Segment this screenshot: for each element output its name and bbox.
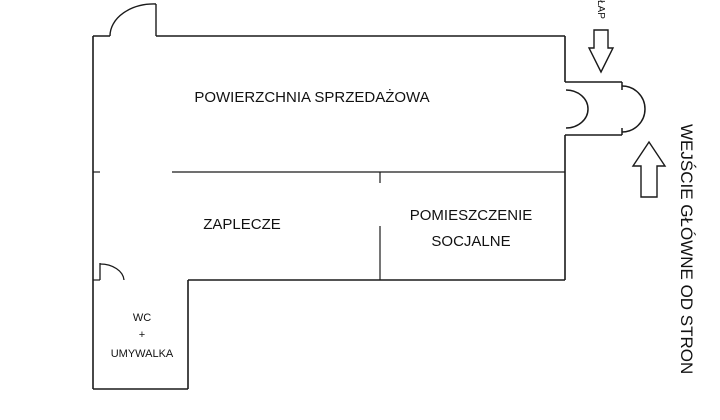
backroom-label: ZAPLECZE (203, 216, 281, 233)
door-swing-icon (99, 263, 125, 281)
sales-area-label: POWIERZCHNIA SPRZEDAŻOWA (194, 88, 429, 106)
social-room-label-line2: SOCJALNE (431, 233, 510, 250)
inner-walls (93, 171, 565, 281)
outer-walls (92, 35, 566, 390)
main-entrance-label: WEJŚCIE GŁÓWNE OD STRON (677, 124, 696, 374)
arrow-down-icon (587, 29, 615, 74)
door-swing-icon (109, 3, 157, 37)
top-entrance-label: ŁAP (595, 0, 606, 19)
wc-label-line2: + (139, 329, 145, 341)
social-room-label-line1: POMIESZCZENIE (410, 207, 533, 224)
arrow-up-icon (631, 140, 667, 198)
wc-label-line1: WC (133, 312, 151, 324)
wc-label-line3: UMYWALKA (111, 348, 174, 360)
entrance-vestibule (565, 81, 646, 136)
